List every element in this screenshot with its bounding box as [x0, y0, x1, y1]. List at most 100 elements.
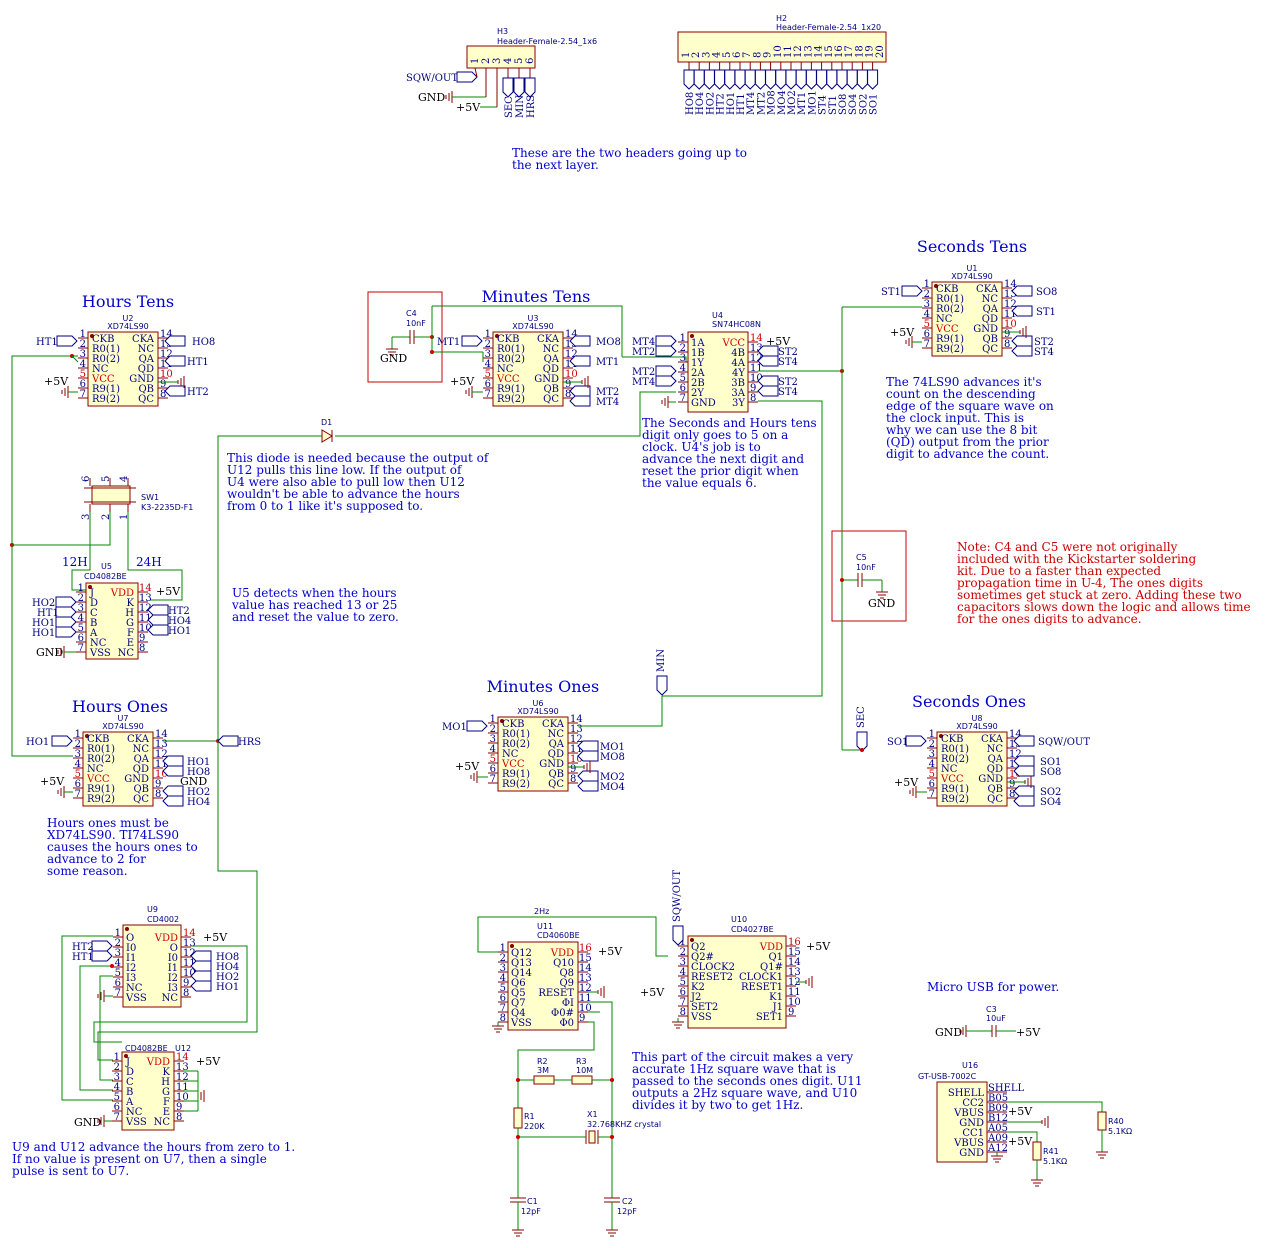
pin-name: F	[163, 1097, 170, 1108]
note-capacitor: propagation time in U-4, The ones digits	[957, 576, 1203, 590]
h2-ref: H2	[776, 14, 787, 23]
pin-number: 4	[490, 744, 496, 755]
pin-number: 13	[565, 339, 578, 350]
pin-name: CKA	[542, 719, 565, 730]
pin-number: 4	[115, 958, 121, 969]
pin-number: 12	[579, 983, 592, 994]
pin-number: 4	[500, 973, 506, 984]
pin-name: 1B	[691, 348, 705, 359]
pin-name: QD	[982, 314, 998, 325]
chip-ref: U12	[175, 1044, 191, 1053]
net-flag	[785, 69, 797, 90]
net-label: HO1	[168, 626, 191, 637]
c4-value: 10nF	[406, 319, 426, 328]
pin-number: 6	[680, 383, 686, 394]
pin-number: 10	[1004, 319, 1017, 330]
pin-number: 3	[490, 734, 496, 745]
pin1-marker	[125, 927, 129, 931]
chip-ref: U5	[101, 562, 112, 571]
h2-pin-number: 1	[681, 52, 692, 58]
pin-name: R9(1)	[502, 769, 530, 780]
net-flag	[162, 795, 184, 807]
x1-value: 32.768KHZ crystal	[587, 1120, 661, 1129]
net-flag	[569, 355, 591, 367]
pin-number: 1	[75, 729, 81, 740]
chip-U7	[82, 731, 154, 807]
diode-d1	[321, 429, 333, 443]
pin-name: CKA	[127, 734, 150, 745]
pin-number: 8	[139, 643, 145, 654]
pin-number: 13	[139, 593, 152, 604]
h2-net: ST4	[818, 95, 829, 115]
pin-name: R0(1)	[502, 729, 530, 740]
pin-number: 7	[680, 393, 686, 404]
sw-pin: 2	[101, 514, 112, 520]
note-headers: the next layer.	[512, 158, 599, 172]
r41-value: 5.1KΩ	[1043, 1157, 1067, 1166]
net-label: MT4	[632, 337, 655, 348]
vcc-label: +5V	[890, 326, 915, 339]
pin-number: 12	[750, 353, 763, 364]
pin-name: VDD	[550, 948, 574, 959]
wire	[335, 391, 676, 437]
pin-number: 3	[485, 349, 491, 360]
note-hours-ones: Hours ones must be	[47, 816, 169, 830]
note-capacitor: for the ones digits to advance.	[957, 612, 1142, 626]
pin-number: 14	[1004, 279, 1017, 290]
title-hours-tens: Hours Tens	[82, 292, 174, 311]
net-flag	[901, 285, 923, 297]
pin-number: 13	[750, 343, 763, 354]
wire	[477, 916, 668, 957]
pin-name: CKB	[497, 334, 519, 345]
chip-U8	[936, 731, 1008, 807]
net-flag	[164, 385, 186, 397]
pin-number: 5	[924, 319, 930, 330]
net-flag-sqw	[672, 925, 684, 946]
h2-pin-number: 6	[732, 52, 743, 58]
net-flag	[655, 345, 677, 357]
pin-number: 6	[75, 779, 81, 790]
net-flag	[190, 970, 212, 982]
vcc-label: +5V	[450, 375, 475, 388]
h2-pin-number: 10	[773, 45, 784, 58]
h2-net: HO4	[695, 92, 706, 115]
wire	[578, 696, 663, 727]
net-flag	[91, 950, 113, 962]
pin-name: 4B	[731, 348, 745, 359]
pin-name: NC	[118, 648, 135, 659]
pin-number: 7	[485, 389, 491, 400]
junction	[516, 1135, 520, 1139]
pin-number: 11	[1004, 309, 1017, 320]
net-label: HT1	[187, 357, 209, 368]
pin-name: QC	[543, 394, 559, 405]
c5-value: 10nF	[856, 563, 876, 572]
net-label: HO4	[187, 797, 210, 808]
pin-number: 11	[183, 958, 196, 969]
pin-number: 3	[680, 957, 686, 968]
pin-name: NC	[162, 993, 179, 1004]
chip-ref: U10	[731, 915, 747, 924]
pin-number: 2	[924, 289, 930, 300]
chip-U3	[492, 331, 564, 407]
pin-number: 12	[565, 349, 578, 360]
wire	[71, 355, 79, 363]
wire	[432, 305, 623, 357]
pin-number: 10	[1009, 769, 1022, 780]
resistor-r40	[1097, 1111, 1107, 1131]
pin-name: R9(2)	[936, 344, 964, 355]
note-oscillator: divides it by two to get 1Hz.	[632, 1098, 803, 1112]
note-oscillator: This part of the circuit makes a very	[632, 1050, 853, 1064]
pin-number: 13	[155, 739, 168, 750]
net-label: HO1	[216, 982, 239, 993]
pin-number: 6	[924, 329, 930, 340]
h2-net: MT1	[797, 92, 808, 115]
pin-name: CKA	[132, 334, 155, 345]
pin-number: 16	[788, 937, 801, 948]
net-flag	[655, 365, 677, 377]
title-seconds-tens: Seconds Tens	[917, 237, 1027, 256]
net-label: HO4	[168, 616, 191, 627]
pin-name: R9(2)	[941, 794, 969, 805]
net-2hz: 2Hz	[534, 907, 549, 916]
pin-name: I2	[126, 963, 136, 974]
pin-number: 9	[160, 379, 166, 390]
